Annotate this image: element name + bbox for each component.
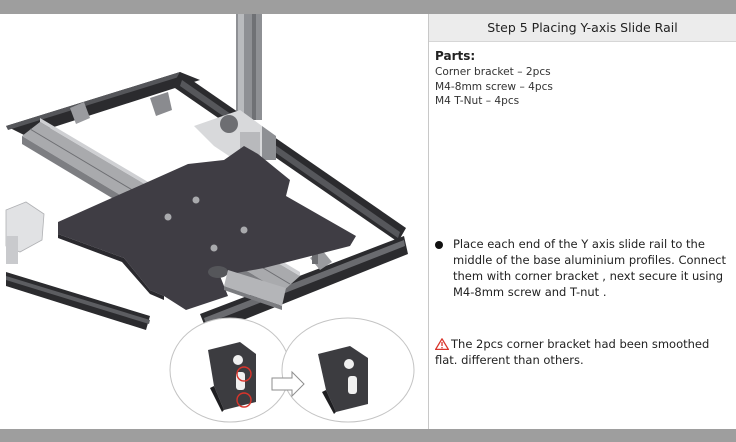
plate-screw (240, 226, 248, 234)
top-bar (0, 0, 736, 14)
instruction-text: Place each end of the Y axis slide rail … (453, 237, 726, 299)
corner-bracket-before (208, 342, 256, 412)
parts-list: Corner bracket – 2pcs M4-8mm screw – 4pc… (435, 65, 553, 109)
corner-bracket-right (310, 250, 332, 270)
left-motor-plate (5, 201, 45, 264)
instruction-item: Place each end of the Y axis slide rail … (435, 236, 731, 300)
parts-list-item: M4-8mm screw – 4pcs (435, 80, 553, 93)
highlight-circle (236, 366, 252, 382)
vertical-z-profile (236, 14, 262, 120)
front-frame-profile (200, 236, 408, 334)
heatbed-plate (58, 146, 356, 310)
plate-screw (192, 196, 200, 204)
corner-bracket-after (318, 346, 368, 414)
parts-list-item: Corner bracket – 2pcs (435, 66, 551, 78)
assembly-illustration-panel (0, 14, 428, 429)
assembly-illustration (5, 14, 415, 423)
instructions-panel: Step 5 Placing Y-axis Slide Rail Parts: … (429, 14, 736, 429)
highlight-circle (236, 392, 252, 408)
parts-heading: Parts: (435, 49, 476, 63)
warning-note: The 2pcs corner bracket had been smoothe… (435, 336, 735, 368)
parts-list-item: M4 T-Nut – 4pcs (435, 95, 520, 107)
right-outline-arrow-icon (271, 370, 305, 398)
back-frame-profile (6, 72, 200, 136)
bracket-detail-inset (169, 317, 415, 423)
corner-bracket-left (70, 92, 172, 124)
warning-text: The 2pcs corner bracket had been smoothe… (435, 337, 710, 367)
warning-triangle-icon (435, 338, 449, 350)
step-title: Step 5 Placing Y-axis Slide Rail (429, 14, 736, 42)
bullet-icon (435, 241, 443, 249)
bottom-bar (0, 429, 736, 442)
plate-screw (164, 213, 172, 221)
panel-divider (428, 14, 429, 429)
rail-end-profile (224, 270, 286, 310)
plate-screw (210, 244, 218, 252)
left-frame-profile (6, 272, 150, 330)
